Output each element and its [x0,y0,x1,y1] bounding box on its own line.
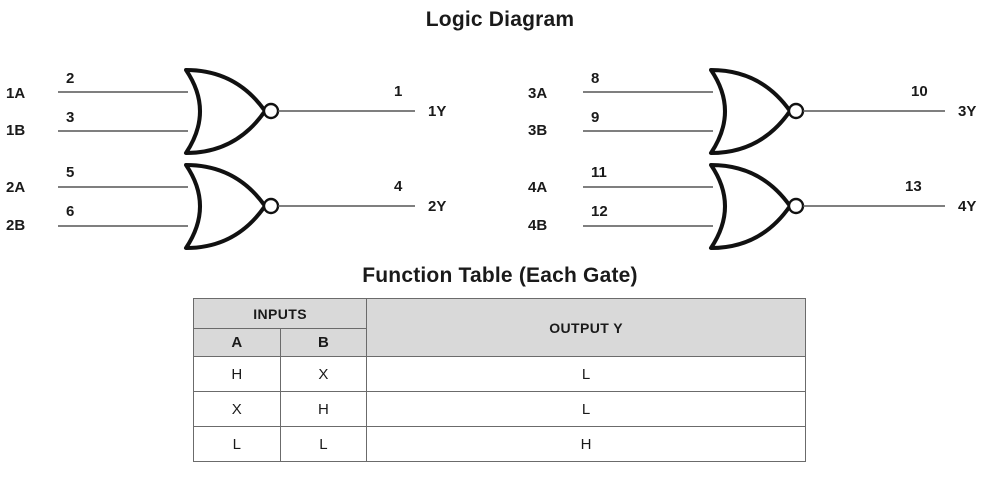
gate-3-input-b-pin: 9 [591,109,599,126]
gate-3-output-pin: 10 [911,83,928,100]
gate-4-input-a-label: 4A [528,179,547,196]
gate-4-nor-body [709,163,792,250]
gate-3-input-a-label: 3A [528,85,547,102]
gate-1-input-a-label: 1A [6,85,25,102]
gate-1-output-pin: 1 [394,83,402,100]
gate-4-output-label: 4Y [958,198,976,215]
gate-2-input-a-pin: 5 [66,164,74,181]
gate-2-nor-body [184,163,267,250]
gate-4-input-a-pin: 11 [591,164,607,181]
gate-4-input-b-pin: 12 [591,203,608,220]
header-col-a: A [193,328,281,357]
gate-1-input-b-label: 1B [6,122,25,139]
gate-1-input-b-pin: 3 [66,109,74,126]
table-row: H X L [193,356,806,392]
header-output-y: OUTPUT Y [366,298,806,357]
gate-4-output-pin: 13 [905,178,922,195]
gate-2-output-pin: 4 [394,178,403,195]
table-row: L L H [193,426,806,462]
gate-3-output-label: 3Y [958,103,976,120]
gate-3-nor-body [709,68,792,155]
gate-4-group: 4A 4B 11 12 13 4Y [528,163,976,250]
table-header-group-row: INPUTS OUTPUT Y [192,298,806,357]
diagram-title: Logic Diagram [425,8,575,31]
gate-1-group: 1A 1B 2 3 1 1Y [6,68,446,155]
gate-2-input-b-label: 2B [6,217,25,234]
gate-3-inversion-bubble [787,102,805,120]
gate-3-group: 3A 3B 8 9 10 3Y [528,68,976,155]
gate-2-group: 2A 2B 5 6 4 2Y [6,163,446,250]
cell-y: L [366,356,806,392]
gate-1-nor-body [184,68,267,155]
cell-a: L [193,426,281,462]
cell-a: X [193,391,281,427]
table-row: X H L [193,391,806,427]
cell-b: L [279,426,368,462]
gate-2-input-b-pin: 6 [66,203,74,220]
cell-b: X [279,356,368,392]
cell-b: H [279,391,368,427]
logic-schematic: 1A 1B 2 3 1 1Y 3A 3B 8 9 10 3Y [6,68,976,250]
cell-y: H [366,426,806,462]
gate-4-input-b-label: 4B [528,217,547,234]
gate-3-input-b-label: 3B [528,122,547,139]
function-table: INPUTS OUTPUT Y A B H X L X H L L L H [192,298,806,462]
gate-3-input-a-pin: 8 [591,70,599,87]
cell-a: H [193,356,281,392]
gate-1-inversion-bubble [262,102,280,120]
gate-2-output-label: 2Y [428,198,446,215]
header-col-b: B [279,328,368,357]
gate-1-input-a-pin: 2 [66,70,74,87]
gate-2-inversion-bubble [262,197,280,215]
function-table-title: Function Table (Each Gate) [362,264,638,287]
header-inputs: INPUTS [192,298,368,329]
cell-y: L [366,391,806,427]
gate-4-inversion-bubble [787,197,805,215]
gate-2-input-a-label: 2A [6,179,25,196]
gate-1-output-label: 1Y [428,103,446,120]
